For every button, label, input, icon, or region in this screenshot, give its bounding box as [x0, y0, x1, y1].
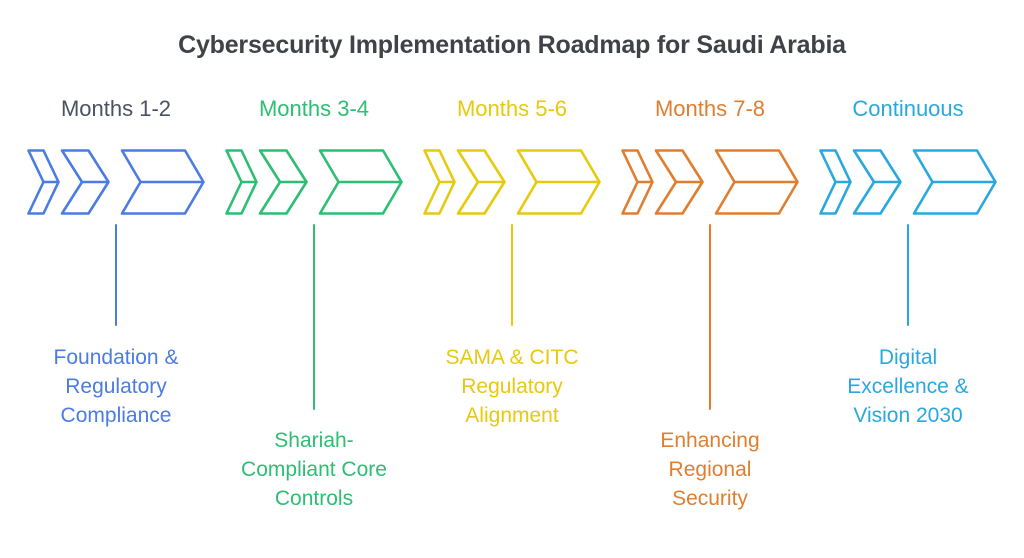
stage-description-line: Security	[672, 487, 748, 510]
stage-period-label: Months 1-2	[60, 96, 172, 121]
stage-connector-line	[510, 224, 513, 326]
stage-description-line: Compliance	[60, 404, 172, 427]
stage-connector-line	[312, 224, 315, 410]
chevron-arrows	[621, 149, 799, 215]
stage-description-line: Regulatory	[65, 375, 167, 398]
chevron-arrows-icon	[819, 149, 997, 215]
stage-description-line: Excellence &	[847, 375, 969, 398]
chevron-arrows	[423, 149, 601, 215]
page-title: Cybersecurity Implementation Roadmap for…	[178, 31, 846, 59]
chevron-large-icon	[714, 149, 799, 215]
chevron-medium-icon	[654, 149, 704, 215]
stage-period-label: Continuous	[852, 96, 964, 121]
stage-description-line: Regulatory	[461, 375, 563, 398]
chevron-medium-icon	[60, 149, 110, 215]
chevron-medium-icon	[852, 149, 902, 215]
stage-description-line: Alignment	[465, 404, 559, 427]
chevron-arrows	[819, 149, 997, 215]
stage-description-line: Digital	[878, 346, 938, 369]
stage-connector-line	[114, 224, 117, 326]
stage-description-line: Controls	[274, 487, 354, 510]
chevron-large-icon	[120, 149, 205, 215]
chevron-large-icon	[912, 149, 997, 215]
chevron-arrows	[225, 149, 403, 215]
chevron-arrows	[27, 149, 205, 215]
chevron-arrows-icon	[621, 149, 799, 215]
stage-connector-line	[708, 224, 711, 410]
chevron-small-icon	[27, 149, 60, 215]
chevron-medium-icon	[456, 149, 506, 215]
chevron-large-icon	[516, 149, 601, 215]
stage-period-label: Months 5-6	[456, 96, 568, 121]
chevron-arrows-icon	[423, 149, 601, 215]
chevron-small-icon	[621, 149, 654, 215]
chevron-large-icon	[318, 149, 403, 215]
stage-description-line: Vision 2030	[853, 404, 963, 427]
stage-description-line: Enhancing	[660, 429, 760, 452]
chevron-medium-icon	[258, 149, 308, 215]
stage-connector-line	[906, 224, 909, 326]
stage-description-line: Shariah-	[274, 429, 354, 452]
stage-description-line: Regional	[668, 458, 752, 481]
stage-description-line: Foundation &	[53, 346, 179, 369]
chevron-small-icon	[819, 149, 852, 215]
chevron-small-icon	[423, 149, 456, 215]
stage-period-label: Months 3-4	[258, 96, 370, 121]
stage-period-label: Months 7-8	[654, 96, 766, 121]
chevron-arrows-icon	[225, 149, 403, 215]
chevron-arrows-icon	[27, 149, 205, 215]
stage-description-line: Compliant Core	[241, 458, 387, 481]
stage-description-line: SAMA & CITC	[445, 346, 579, 369]
chevron-small-icon	[225, 149, 258, 215]
